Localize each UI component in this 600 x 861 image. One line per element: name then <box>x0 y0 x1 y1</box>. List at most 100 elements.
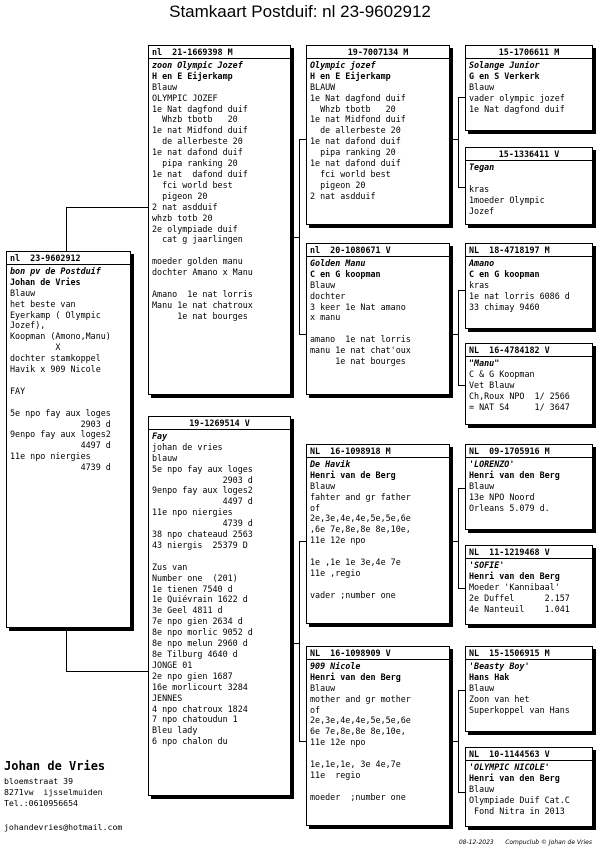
detail-line: 1e tienen 7540 d <box>152 583 233 594</box>
detail-line: 1e nat bourges <box>310 356 406 367</box>
detail-line: 2903 d <box>10 418 111 429</box>
detail-line: 2e olympiade duif <box>152 223 238 234</box>
breeder: H en E Eijerkamp <box>152 70 233 81</box>
connector <box>66 207 67 251</box>
detail-line: amano 1e nat lorris <box>310 334 411 345</box>
connector <box>458 488 459 588</box>
detail-line: Moeder 'Kannibaal' <box>469 581 560 592</box>
pigeon-name: 'Beasty Boy' <box>469 660 530 671</box>
detail-line: OLYMPIC JOZEF <box>152 92 218 103</box>
detail-line: 4739 d <box>10 462 111 473</box>
connector <box>66 671 148 672</box>
detail-line <box>310 546 446 557</box>
detail-line: 8e npo morlic 9052 d <box>152 627 253 638</box>
detail-line: X <box>10 342 61 353</box>
pigeon-card-mother-mother[interactable]: NL 16-1098909 V 909 Nicole Henri van den… <box>306 646 450 826</box>
detail-line: 7 npo chatoudun 1 <box>152 714 238 725</box>
ring-number: nl 21-1669398 M <box>149 47 290 59</box>
detail-line: cat g jaarlingen <box>152 234 243 245</box>
connector <box>299 334 307 335</box>
pigeon-name: De Havik <box>310 458 351 469</box>
pigeon-card-father[interactable]: nl 21-1669398 M zoon Olympic Jozef H en … <box>148 45 291 395</box>
detail-line: 11e npo niergies <box>152 507 233 518</box>
detail-line: 11e 12e npo <box>310 535 366 546</box>
detail-line: Blauw <box>469 480 495 491</box>
pigeon-card-mother-father[interactable]: NL 16-1098918 M De Havik Henri van de Be… <box>306 444 450 624</box>
pigeon-card-mmf[interactable]: NL 15-1506915 M 'Beasty Boy' Hans Hak Bl… <box>465 646 593 732</box>
breeder: Henri van den Berg <box>310 671 401 682</box>
detail-line: 4e Nanteuil 1.041 <box>469 603 570 614</box>
detail-line: Zus van <box>152 561 188 572</box>
detail-line: 16e morlicourt 3284 <box>152 681 248 692</box>
pigeon-name: Amano <box>469 257 495 268</box>
connector <box>458 792 466 793</box>
footer: 08-12-2023 Compuclub © Johan de Vries <box>459 839 592 846</box>
pigeon-card-mmm[interactable]: NL 10-1144563 V 'OLYMPIC NICOLE' Henri v… <box>465 747 593 827</box>
pigeon-name: 909 Nicole <box>310 660 361 671</box>
detail-line <box>152 551 287 562</box>
footer-date: 08-12-2023 <box>458 839 494 846</box>
detail-line: Eyerkamp ( Olympic <box>10 309 101 320</box>
pigeon-card-fmm[interactable]: NL 16-4784182 V "Manu" C & G Koopman Vet… <box>465 343 593 425</box>
pigeon-card-fff[interactable]: 15-1706611 M Solange Junior G en S Verke… <box>465 45 593 131</box>
connector <box>291 643 299 644</box>
detail-line: 38 npo chateaud 2563 <box>152 529 253 540</box>
detail-line: vader olympic jozef <box>469 92 565 103</box>
breeder: H en E Eijerkamp <box>310 70 391 81</box>
detail-line: Fond Nitra in 2013 <box>469 805 565 816</box>
ring-number: NL 09-1705916 M <box>466 446 592 458</box>
detail-line: 1e,1e,1e, 3e 4e,7e <box>310 759 401 770</box>
ring-number: 15-1336411 V <box>466 149 592 161</box>
connector <box>299 541 300 741</box>
detail-line <box>10 397 127 408</box>
detail-line: 2 nat asdduif <box>310 190 376 201</box>
pigeon-card-mfm[interactable]: NL 11-1219468 V 'SOFIE' Henri van den Be… <box>465 545 593 625</box>
detail-line <box>469 173 589 184</box>
breeder: Henri van de Berg <box>310 469 396 480</box>
detail-line: 1e Quiévrain 1622 d <box>152 594 248 605</box>
detail-line: Bleu lady <box>152 725 198 736</box>
breeder: Johan de Vries <box>10 276 81 287</box>
detail-line: Blauw <box>469 783 495 794</box>
owner-email[interactable]: johandevries@hotmail.com <box>4 821 123 832</box>
detail-line: Orleans 5.079 d. <box>469 502 550 513</box>
connector <box>450 541 458 542</box>
detail-line: pipa ranking 20 <box>152 158 238 169</box>
detail-line: Blauw <box>10 287 36 298</box>
detail-line: 11e regio <box>310 769 361 780</box>
pigeon-card-father-father[interactable]: 19-7007134 M Olympic jozef H en E Eijerk… <box>306 45 450 225</box>
detail-line: pigeon 20 <box>152 190 208 201</box>
pigeon-name: bon pv de Postduif <box>10 265 101 276</box>
detail-line: 2e Duffel 2.157 <box>469 592 570 603</box>
ring-number: 19-1269514 V <box>149 418 290 430</box>
connector <box>458 690 459 792</box>
detail-line: Havik x 909 Nicole <box>10 364 101 375</box>
detail-line: moeder golden manu <box>152 256 243 267</box>
detail-line: 11e npo niergies <box>10 451 91 462</box>
pigeon-name: Tegan <box>469 161 495 172</box>
pigeon-card-mff[interactable]: NL 09-1705916 M 'LORENZO' Henri van den … <box>465 444 593 530</box>
breeder: johan de vries <box>152 441 223 452</box>
detail-line: Number one (201) <box>152 572 238 583</box>
detail-line: 1e Nat dagfond duif <box>152 103 248 114</box>
detail-line: 3e Geel 4811 d <box>152 605 223 616</box>
detail-line: 1e nat dafond duif <box>310 136 401 147</box>
detail-line: 1moeder Olympic <box>469 194 545 205</box>
detail-line <box>152 278 287 289</box>
detail-line: of <box>310 704 321 715</box>
pigeon-card-main[interactable]: nl 23-9602912 bon pv de Postduif Johan d… <box>6 251 131 628</box>
detail-line <box>310 579 446 590</box>
ring-number: nl 20-1080671 V <box>307 245 449 257</box>
pigeon-card-fmf[interactable]: NL 18-4718197 M Amano C en G koopman kra… <box>465 243 593 329</box>
pigeon-card-father-mother[interactable]: nl 20-1080671 V Golden Manu C en G koopm… <box>306 243 450 395</box>
ring-number: NL 16-1098909 V <box>307 648 449 660</box>
detail-line: Amano 1e nat lorris <box>152 288 253 299</box>
